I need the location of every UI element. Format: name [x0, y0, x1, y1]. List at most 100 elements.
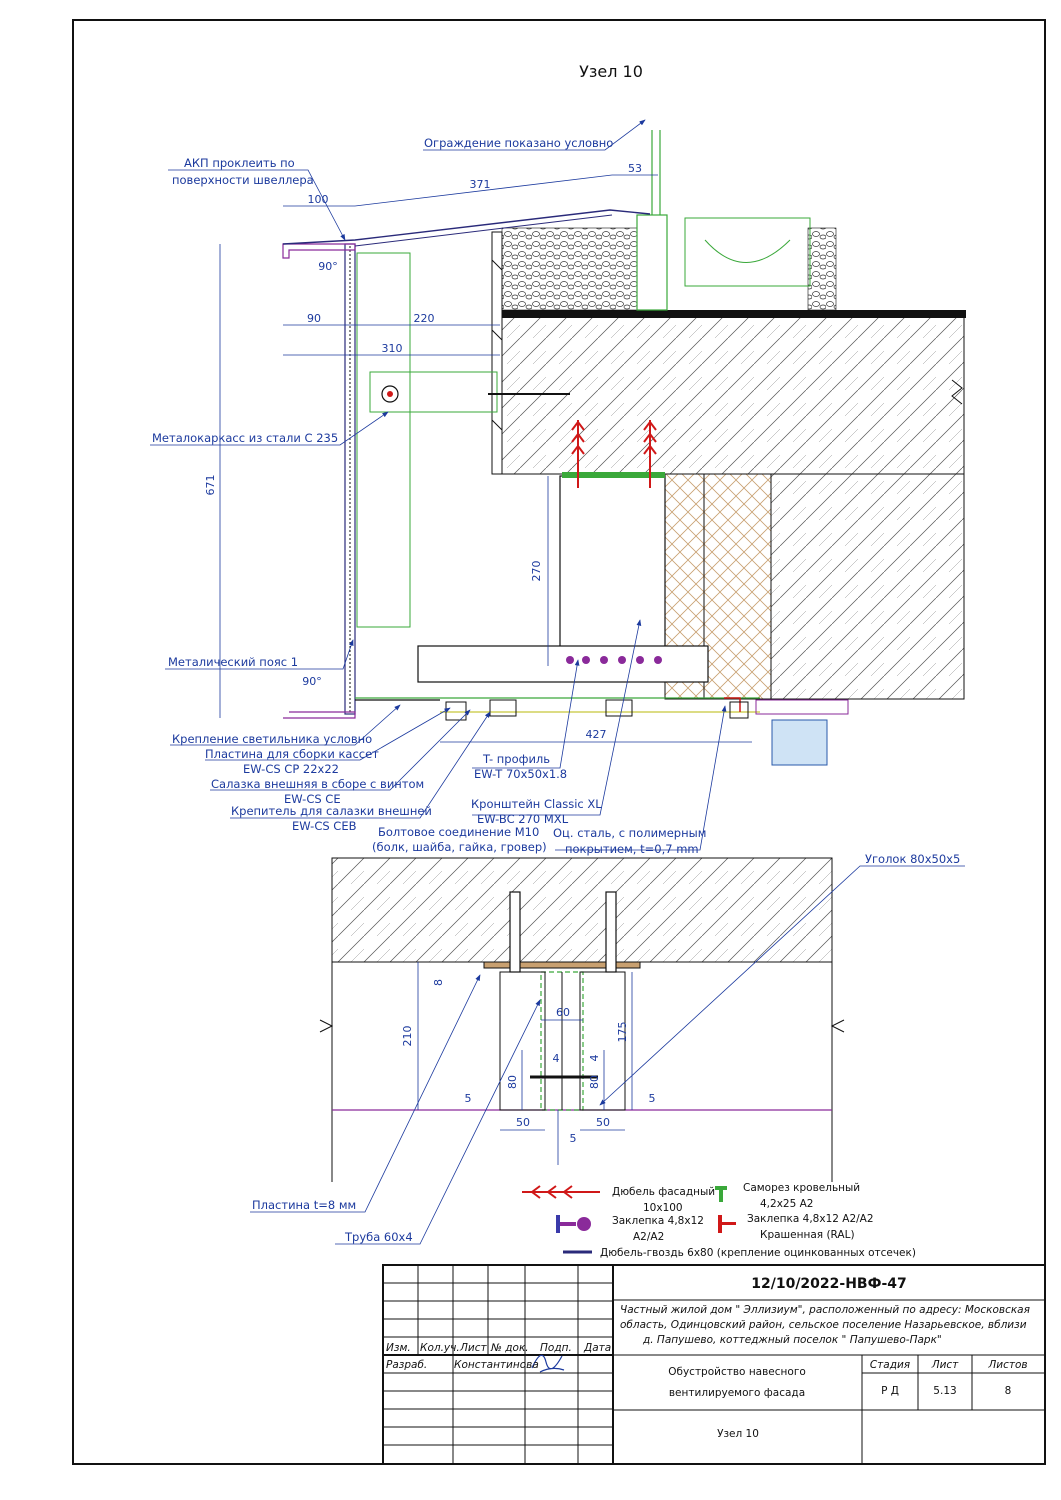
label-bracket: Кронштейн Classic XL [471, 797, 602, 811]
dim-80-right: 80 [588, 1075, 601, 1089]
dim-5-left: 5 [465, 1092, 472, 1105]
dim-80-left: 80 [506, 1075, 519, 1089]
header-date: Дата [583, 1342, 611, 1354]
base-plate [483, 961, 641, 969]
legend-rivet-2: Заклепка 4,8x12 A2/A2 [747, 1213, 874, 1225]
dim-210: 210 [401, 1026, 414, 1047]
angle-90-top: 90° [318, 260, 338, 273]
gravel-layer [501, 227, 638, 311]
label-belt: Металический пояс 1 [168, 655, 298, 669]
dim-90: 90 [307, 312, 321, 325]
header-kol: Кол.уч. [420, 1342, 460, 1354]
corner-left [499, 971, 546, 1111]
label-fixer-code: EW-CS CEB [292, 819, 357, 833]
legend-screw: Саморез кровельный [743, 1182, 860, 1194]
object-line-3: д. Папушево, коттеджный поселок " Папуше… [642, 1334, 942, 1346]
node-title: Узел 10 [579, 62, 643, 81]
coping [282, 209, 651, 245]
header-izm: Изм. [386, 1342, 411, 1354]
dim-50-right: 50 [596, 1116, 610, 1129]
label-bolt-1: Болтовое соединение M10 [378, 825, 539, 839]
label-corner: Уголок 80x50x5 [865, 852, 960, 866]
label-fixer: Крепитель для салазки внешней [231, 804, 432, 818]
lower-detail: 8 210 60 175 4 4 80 80 5 5 50 50 5 Уголо… [250, 852, 965, 1245]
dim-100: 100 [308, 193, 329, 206]
lower-slab [331, 857, 833, 963]
upper-detail: 100 371 53 90 220 310 671 270 427 90° 90… [150, 119, 966, 856]
rivet-painted-icon [718, 1215, 736, 1233]
roof-screw-icon [715, 1186, 727, 1202]
stage-value: Р Д [881, 1385, 899, 1397]
lamp-panel [356, 252, 411, 628]
label-steel-2: покрытием, t=0,7 mm [565, 842, 699, 856]
label-slide-code: EW-CS CE [284, 792, 341, 806]
author-name: Константинова [454, 1359, 539, 1371]
concrete-slab [501, 315, 965, 475]
label-t-profile: T- профиль [482, 752, 550, 766]
dim-220: 220 [414, 312, 435, 325]
beam [417, 645, 709, 683]
dim-310: 310 [382, 342, 403, 355]
legend-rivet-1b: A2/A2 [633, 1231, 664, 1243]
dim-427: 427 [586, 728, 607, 741]
doc-code: 12/10/2022-НВФ-47 [751, 1276, 907, 1292]
legend-dowel: Дюбель фасадный [612, 1186, 715, 1198]
label-akp-2: поверхности швеллера [172, 173, 314, 187]
dim-4-left: 4 [553, 1052, 560, 1065]
header-sign: Подп. [540, 1342, 572, 1354]
dim-50-left: 50 [516, 1116, 530, 1129]
label-bracket-code: EW-BC 270 MXL [477, 812, 569, 826]
object-line-2: область, Одинцовский район, сельское пос… [620, 1319, 1027, 1331]
legend-rivet-1: Заклепка 4,8x12 [612, 1215, 704, 1227]
waterproof-strip [496, 310, 966, 318]
dim-5-bottom: 5 [570, 1132, 577, 1145]
window-profile [684, 217, 811, 287]
work-title-1: Обустройство навесного [668, 1366, 806, 1378]
header-stage: Стадия [870, 1359, 910, 1371]
gravel-layer-right [807, 227, 837, 311]
label-pipe: Труба 60x4 [344, 1230, 413, 1244]
dim-371: 371 [470, 178, 491, 191]
legend: Дюбель фасадный 10x100 Саморез кровельны… [522, 1182, 916, 1259]
label-akp-1: АКП проклеить по [184, 156, 295, 170]
label-plate-assembly-code: EW-CS CP 22x22 [243, 762, 339, 776]
header-sheets: Листов [987, 1359, 1027, 1371]
sheet-value: 5.13 [933, 1385, 956, 1397]
label-t-profile-code: EW-T 70x50x1.8 [474, 767, 567, 781]
header-list: Лист [459, 1342, 487, 1354]
legend-dowel-size: 10x100 [643, 1202, 683, 1214]
railing-post [636, 214, 668, 311]
sheet-title: Узел 10 [717, 1428, 759, 1440]
label-lamp: Крепление светильника условно [172, 732, 372, 746]
concrete-wall [770, 473, 965, 700]
drain-profile [771, 719, 828, 766]
dim-5-right: 5 [649, 1092, 656, 1105]
label-railing: Ограждение показано условно [424, 136, 613, 150]
role-developer: Разраб. [386, 1359, 427, 1371]
dim-8: 8 [432, 979, 445, 986]
title-block [382, 1264, 1046, 1465]
label-frame: Металокаркасс из стали С 235 [152, 431, 338, 445]
dim-60: 60 [556, 1006, 570, 1019]
bracket-block [559, 475, 666, 667]
dim-270: 270 [530, 561, 543, 582]
dim-53: 53 [628, 162, 642, 175]
label-slide: Салазка внешняя в сборе с винтом [211, 777, 424, 791]
header-sheet: Лист [931, 1359, 959, 1371]
sheets-value: 8 [1005, 1385, 1012, 1397]
work-title-2: вентилируемого фасада [669, 1387, 805, 1399]
label-steel-1: Оц. сталь, с полимерным [553, 826, 706, 840]
rivet-steel-icon [556, 1215, 591, 1233]
angle-90-bottom: 90° [302, 675, 322, 688]
corner-right [579, 971, 626, 1111]
dim-671: 671 [204, 475, 217, 496]
dowel-icon [522, 1185, 600, 1199]
dim-175: 175 [616, 1022, 629, 1043]
legend-screw-size: 4,2x25 A2 [760, 1198, 813, 1210]
side-edge [491, 231, 503, 475]
header-doc: № док. [490, 1342, 529, 1354]
legend-nail: Дюбель-гвоздь 6x80 (крепление оцинкованн… [600, 1247, 916, 1259]
label-bolt-2: (болк, шайба, гайка, гровер) [372, 840, 547, 854]
label-plate-assembly: Пластина для сборки кассет [205, 747, 379, 761]
